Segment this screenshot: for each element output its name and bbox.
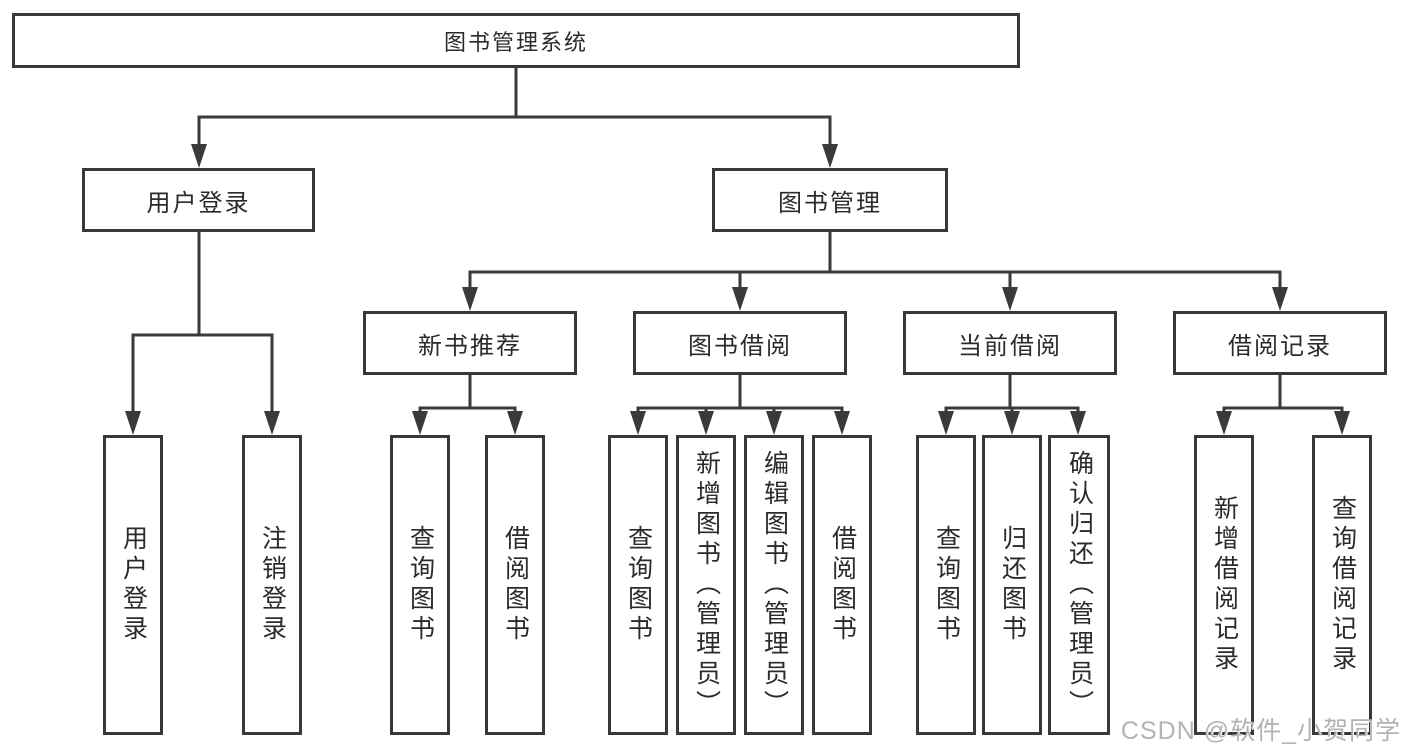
leaf-label: 编辑图书（管理员） xyxy=(760,450,789,720)
connector-book-management-split xyxy=(468,232,1282,290)
leaf-query-books-recommend: 查询图书 xyxy=(390,435,450,735)
leaf-edit-book-admin: 编辑图书（管理员） xyxy=(744,435,804,735)
arrow-icon xyxy=(732,287,748,311)
arrow-icon xyxy=(1334,411,1350,435)
arrow-icon xyxy=(1272,287,1288,311)
connector-current-borrowing-split xyxy=(944,375,1080,414)
arrow-icon xyxy=(766,411,782,435)
arrow-icon xyxy=(191,144,207,168)
leaf-borrow-books-recommend: 借阅图书 xyxy=(485,435,545,735)
leaf-label: 归还图书 xyxy=(998,525,1027,645)
leaf-label: 查询借阅记录 xyxy=(1328,495,1357,675)
node-current-borrowing: 当前借阅 xyxy=(903,311,1117,375)
connector-new-book-split xyxy=(418,375,517,414)
leaf-logout: 注销登录 xyxy=(242,435,302,735)
arrow-icon xyxy=(1002,287,1018,311)
arrow-icon xyxy=(125,411,141,435)
connector-borrowing-records-split xyxy=(1222,375,1344,414)
arrow-icon xyxy=(822,144,838,168)
leaf-confirm-return-admin: 确认归还（管理员） xyxy=(1048,435,1110,735)
connector-root-to-level2 xyxy=(197,68,832,148)
arrow-icon xyxy=(938,411,954,435)
leaf-label: 用户登录 xyxy=(119,525,148,645)
connector-book-borrowing-split xyxy=(636,375,844,414)
arrow-icon xyxy=(834,411,850,435)
leaf-label: 注销登录 xyxy=(258,525,287,645)
watermark: CSDN @软件_小贺同学 xyxy=(1120,717,1401,745)
arrow-icon xyxy=(1216,411,1232,435)
leaf-query-books-current: 查询图书 xyxy=(916,435,976,735)
leaf-label: 借阅图书 xyxy=(828,525,857,645)
leaf-label: 借阅图书 xyxy=(501,525,530,645)
leaf-label: 确认归还（管理员） xyxy=(1065,450,1094,720)
node-book-management: 图书管理 xyxy=(712,168,948,232)
leaf-return-book: 归还图书 xyxy=(982,435,1042,735)
node-library-management-system: 图书管理系统 xyxy=(12,13,1020,68)
leaf-label: 新增借阅记录 xyxy=(1210,495,1239,675)
arrow-icon xyxy=(698,411,714,435)
leaf-add-borrow-record: 新增借阅记录 xyxy=(1194,435,1254,735)
connector-user-login-split xyxy=(131,232,274,414)
node-book-borrowing: 图书借阅 xyxy=(633,311,847,375)
node-borrowing-records: 借阅记录 xyxy=(1173,311,1387,375)
arrow-icon xyxy=(507,411,523,435)
leaf-label: 查询图书 xyxy=(406,525,435,645)
leaf-borrow-books-borrowing: 借阅图书 xyxy=(812,435,872,735)
leaf-add-book-admin: 新增图书（管理员） xyxy=(676,435,736,735)
arrow-icon xyxy=(630,411,646,435)
leaf-label: 新增图书（管理员） xyxy=(692,450,721,720)
leaf-label: 查询图书 xyxy=(624,525,653,645)
leaf-label: 查询图书 xyxy=(932,525,961,645)
arrow-icon xyxy=(1004,411,1020,435)
arrow-icon xyxy=(1070,411,1086,435)
node-user-login: 用户登录 xyxy=(82,168,315,232)
leaf-query-books-borrowing: 查询图书 xyxy=(608,435,668,735)
node-new-book-recommendation: 新书推荐 xyxy=(363,311,577,375)
arrow-icon xyxy=(412,411,428,435)
arrow-icon xyxy=(264,411,280,435)
arrow-icon xyxy=(462,287,478,311)
leaf-user-login: 用户登录 xyxy=(103,435,163,735)
leaf-query-borrow-record: 查询借阅记录 xyxy=(1312,435,1372,735)
